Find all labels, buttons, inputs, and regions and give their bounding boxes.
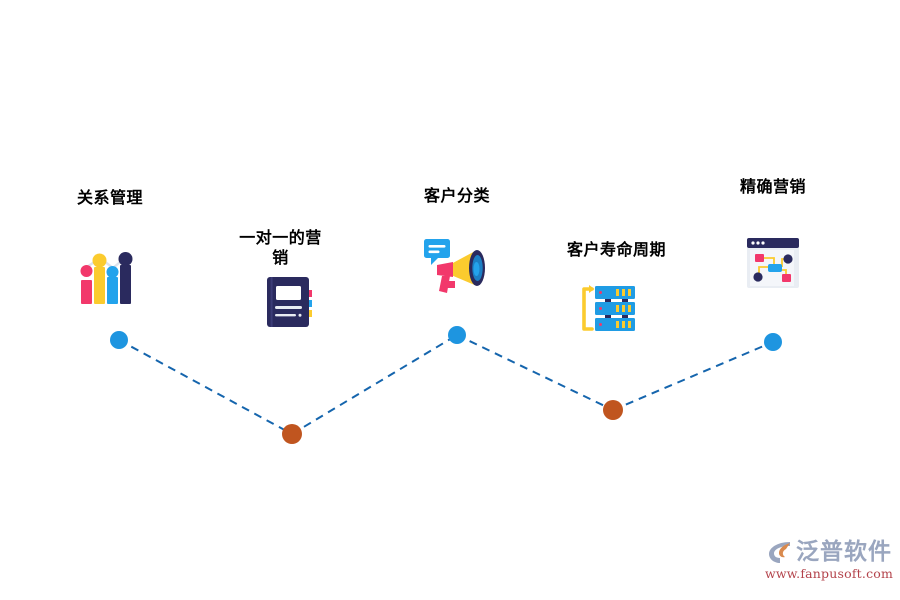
node-label-one-to-one-marketing: 一对一的营 销: [239, 230, 322, 267]
node-label-relationship-management: 关系管理: [76, 190, 143, 207]
browser-flowchart-icon: [744, 234, 802, 292]
node-label-precision-marketing: 精确营销: [739, 179, 806, 196]
node-label-customer-lifecycle: 客户寿命周期: [566, 242, 666, 259]
watermark-brand-row: 泛普软件: [766, 539, 892, 565]
fanpu-logo-icon: [769, 542, 790, 564]
megaphone-icon: [419, 231, 491, 303]
node-label-customer-classification: 客户分类: [423, 188, 490, 205]
watermark-url: www.fanpusoft.com: [764, 566, 894, 582]
server-cycle-icon: [578, 279, 638, 339]
watermark-logo: 泛普软件 www.fanpusoft.com: [765, 530, 893, 590]
watermark-brand-text: 泛普软件: [796, 538, 892, 565]
bar-chart-icon: [75, 248, 137, 310]
notebook-icon: [261, 273, 319, 331]
